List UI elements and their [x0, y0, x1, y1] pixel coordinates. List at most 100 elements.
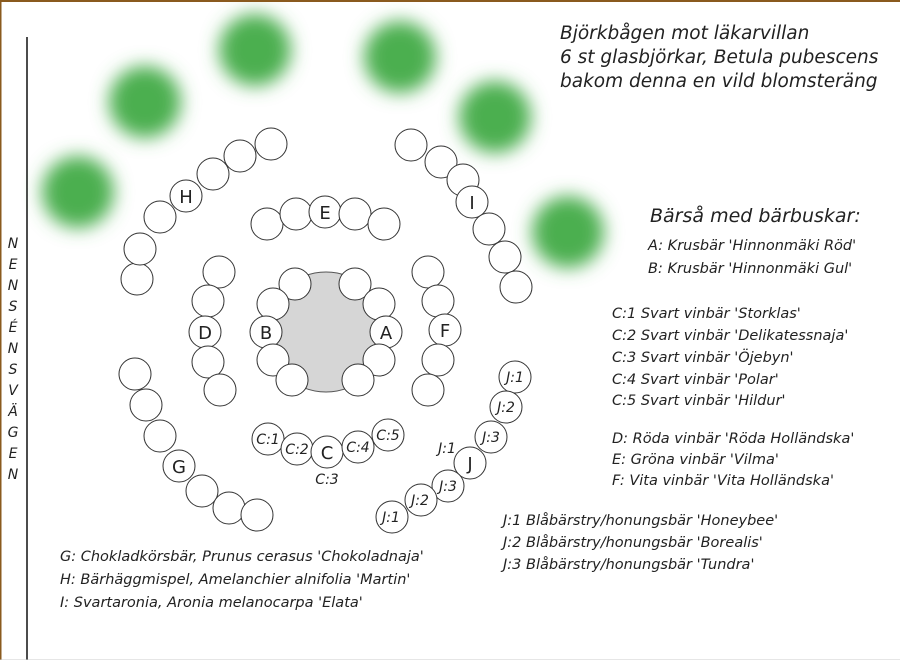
- bush-circle: [196, 157, 230, 191]
- road-letter: V: [8, 383, 19, 399]
- bush-circle: [143, 200, 177, 234]
- bush-circle: [488, 240, 522, 274]
- road-letter: N: [8, 467, 19, 483]
- bush-circle: [474, 420, 508, 454]
- road-letter: Ä: [7, 402, 18, 420]
- bush-circle: [424, 145, 458, 179]
- label-b: B: [260, 323, 272, 344]
- label-j1-mid: J:1: [435, 441, 456, 457]
- bushes: [118, 127, 533, 534]
- bush-circle: [498, 360, 532, 394]
- bush-circle: [254, 127, 288, 161]
- label-i: I: [469, 193, 474, 214]
- road-letter: N: [8, 236, 19, 252]
- bush-circle: [341, 363, 375, 397]
- bush-circle: [421, 343, 455, 377]
- bush-circle: [240, 498, 274, 532]
- bush-circle: [362, 287, 396, 321]
- road-letter: N: [8, 278, 19, 294]
- bush-circle: [162, 449, 196, 483]
- bush-circle: [191, 284, 225, 318]
- birch-tree: [42, 156, 114, 228]
- bush-labels: A B C D E F G H I J C:1 C:2 C:3 C:4 C:5 …: [172, 187, 524, 526]
- bush-circle: [223, 139, 257, 173]
- bush-circle: [250, 207, 284, 241]
- birch-tree: [459, 81, 531, 153]
- birch-tree: [364, 21, 436, 93]
- bush-circle: [212, 491, 246, 525]
- label-j1-top: J:1: [503, 370, 524, 386]
- bush-circle: [375, 500, 409, 534]
- bush-circle: [256, 287, 290, 321]
- label-g: G: [172, 457, 186, 478]
- road-letter: N: [8, 341, 19, 357]
- bush-circle: [421, 284, 455, 318]
- bush-circle: [455, 185, 489, 219]
- label-j3-bottom: J:3: [436, 479, 457, 495]
- label-c4: C:4: [346, 440, 369, 456]
- road-letter: E: [9, 446, 18, 462]
- road-letter: G: [8, 425, 19, 441]
- legend-item: E: Gröna vinbär 'Vilma': [612, 452, 779, 468]
- bush-circle: [394, 128, 428, 162]
- label-j: J: [466, 454, 472, 475]
- legend-item: C:3 Svart vinbär 'Öjebyn': [612, 348, 794, 366]
- legend-heading: Bärså med bärbuskar:: [650, 204, 861, 227]
- title-line: bakom denna en vild blomsteräng: [560, 71, 878, 92]
- road-name: N E N S É N S V Ä G E N: [7, 236, 19, 483]
- bush-circle: [185, 474, 219, 508]
- road-letter: S: [9, 362, 18, 378]
- bush-circle: [143, 419, 177, 453]
- bush-circle: [499, 270, 533, 304]
- label-c2: C:2: [285, 442, 308, 458]
- legend-item: J:1 Blåbärstry/honungsbär 'Honeybee': [500, 512, 778, 529]
- bush-circle: [278, 267, 312, 301]
- label-j3-top: J:3: [479, 430, 500, 446]
- legend-item: F: Vita vinbär 'Vita Holländska': [612, 473, 834, 489]
- legend-item: C:5 Svart vinbär 'Hildur': [612, 393, 786, 409]
- legend-item: C:1 Svart vinbär 'Storklas': [612, 306, 801, 322]
- bush-circle: [338, 267, 372, 301]
- bush-circle: [169, 179, 203, 213]
- bush-circle: [203, 373, 237, 407]
- bush-circle: [338, 197, 372, 231]
- bush-circle: [431, 469, 465, 503]
- bush-circle: [371, 418, 405, 452]
- legend-item: C:4 Svart vinbär 'Polar': [612, 372, 779, 388]
- label-j1-bottom: J:1: [379, 510, 400, 526]
- label-c3: C:3: [315, 472, 338, 488]
- label-j2-top: J:2: [494, 400, 515, 416]
- label-j2-bottom: J:2: [408, 493, 429, 509]
- birch-tree: [109, 66, 181, 138]
- bush-circle: [191, 345, 225, 379]
- bush-circle: [489, 390, 523, 424]
- bush-circle: [362, 343, 396, 377]
- legend-item: B: Krusbär 'Hinnonmäki Gul': [648, 261, 852, 277]
- legend-item: H: Bärhäggmispel, Amelanchier alnifolia …: [60, 572, 410, 588]
- legend: Bärså med bärbuskar: A: Krusbär 'Hinnonm…: [60, 204, 861, 611]
- bush-circle: [367, 207, 401, 241]
- birch-tree: [219, 14, 291, 86]
- bush-circle: [453, 446, 487, 480]
- bush-circle: [472, 212, 506, 246]
- bush-circle: [404, 483, 438, 517]
- bush-circle: [411, 373, 445, 407]
- birch-tree: [532, 196, 604, 268]
- road-letter: É: [9, 319, 18, 336]
- legend-item: G: Chokladkörsbär, Prunus cerasus 'Choko…: [60, 549, 424, 565]
- legend-item: A: Krusbär 'Hinnonmäki Röd': [647, 238, 856, 254]
- label-d: D: [198, 323, 212, 344]
- label-f: F: [440, 321, 450, 342]
- label-c1: C:1: [256, 432, 279, 448]
- bush-circle: [129, 388, 163, 422]
- title-block: Björkbågen mot läkarvillan 6 st glasbjör…: [560, 23, 879, 92]
- bush-circle: [279, 197, 313, 231]
- birch-trees: [42, 14, 604, 268]
- road-letter: S: [9, 299, 18, 315]
- title-line: Björkbågen mot läkarvillan: [560, 23, 809, 44]
- label-c: C: [321, 443, 334, 464]
- label-c5: C:5: [376, 428, 399, 444]
- label-h: H: [179, 187, 193, 208]
